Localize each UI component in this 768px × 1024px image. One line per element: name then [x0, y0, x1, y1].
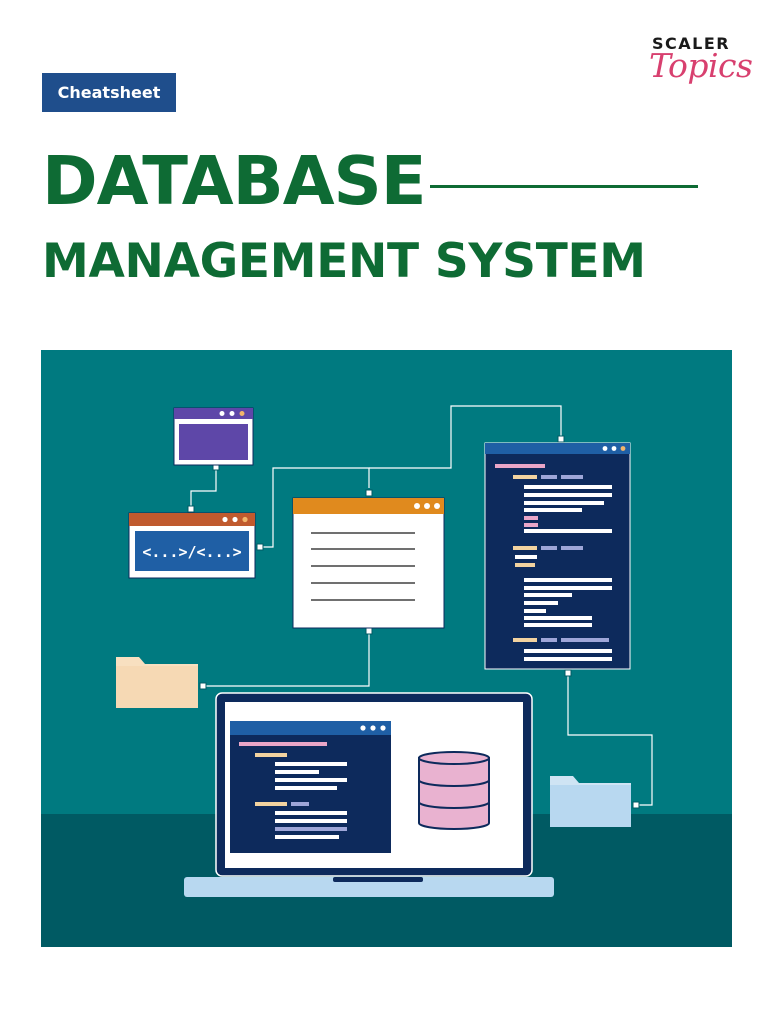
code-window-icon: <...>/<...>	[128, 512, 256, 579]
browser-window-icon	[173, 407, 254, 466]
code-tag-label: <...>/<...>	[142, 543, 241, 561]
page-title-line-2: MANAGEMENT SYSTEM	[42, 234, 646, 289]
laptop-icon	[184, 692, 554, 897]
scaler-topics-logo: SCALER Topics	[640, 30, 753, 100]
database-icon	[418, 751, 490, 830]
document-window-icon	[292, 497, 445, 629]
brand-script: Topics	[649, 46, 753, 85]
page-title-line-1: DATABASE	[42, 142, 427, 220]
dbms-illustration: <...>/<...>	[41, 350, 732, 947]
folder-icon	[550, 776, 631, 827]
cheatsheet-badge: Cheatsheet	[42, 73, 176, 112]
title-rule	[430, 185, 698, 188]
brand-wordmark: SCALER	[652, 34, 731, 53]
folder-icon	[116, 657, 198, 708]
code-panel-icon	[484, 442, 631, 670]
